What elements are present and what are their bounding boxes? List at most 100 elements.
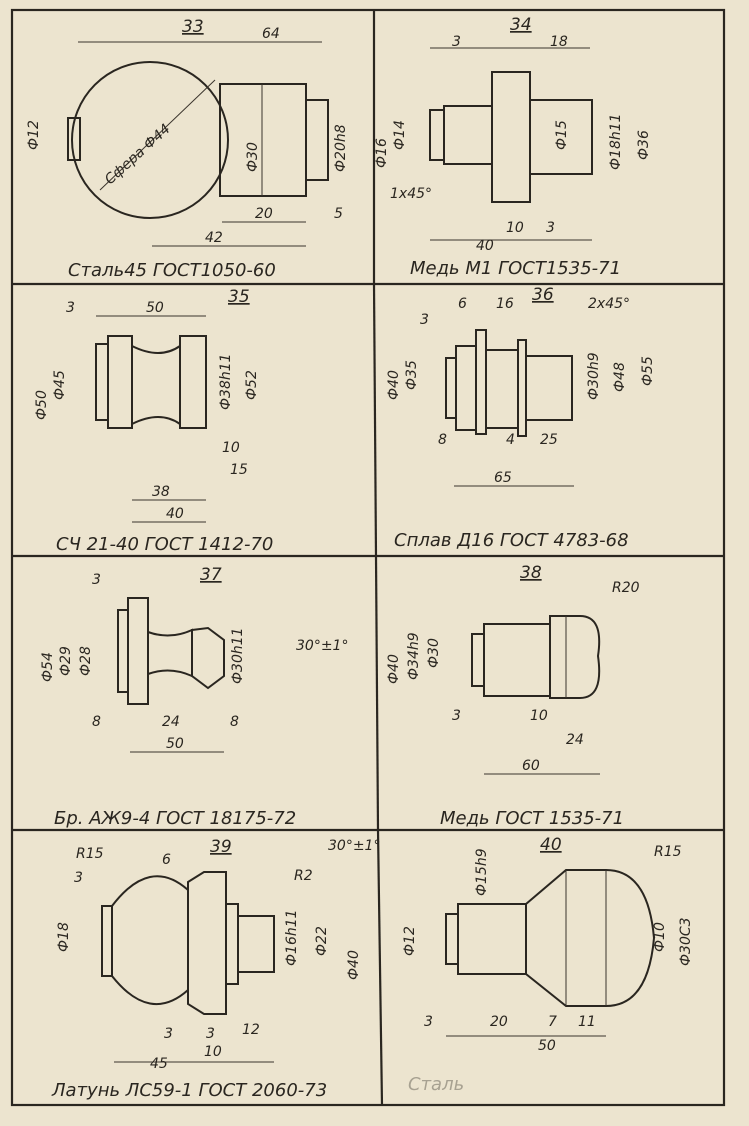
dim-label: 10	[222, 440, 240, 456]
part-34: 34 3 18 Ф16 Ф14 Ф15 Ф18h11 Ф36 1х45° 10 …	[374, 15, 652, 279]
dim-label: Ф12	[402, 926, 418, 956]
dim-label: Ф35	[404, 360, 420, 390]
part-number: 37	[200, 565, 222, 585]
dim-label: Ф15h9	[474, 848, 490, 896]
dim-label: 10	[506, 220, 524, 236]
dim-label: Сфера Ф44	[102, 121, 174, 188]
dim-label: Ф36	[636, 130, 652, 160]
dim-label: 30°±1°	[296, 638, 348, 654]
part-36: 36 6 16 2х45° 3 Ф40 Ф35 Ф30h9 Ф48 Ф55 8 …	[386, 285, 656, 551]
dim-label: 24	[566, 732, 584, 748]
dim-label: 40	[476, 238, 494, 254]
dim-label: 3	[74, 870, 83, 886]
dim-label: Ф16	[374, 138, 390, 168]
material-caption: Латунь ЛС59-1 ГОСТ 2060-73	[51, 1080, 327, 1101]
dim-label: 11	[578, 1014, 596, 1030]
dim-label: 20	[490, 1014, 508, 1030]
material-caption: Бр. АЖ9-4 ГОСТ 18175-72	[54, 808, 296, 829]
material-caption: Медь М1 ГОСТ1535-71	[410, 258, 621, 279]
dim-label: Ф30	[245, 142, 261, 172]
material-caption: Медь ГОСТ 1535-71	[440, 808, 624, 829]
dim-label: 65	[494, 470, 512, 486]
dim-label: R2	[294, 868, 313, 884]
dim-label: Ф54	[40, 652, 56, 682]
dim-label: 8	[92, 714, 101, 730]
dim-label: 2х45°	[588, 296, 630, 312]
dim-label: 7	[548, 1014, 557, 1030]
dim-label: 3	[164, 1026, 173, 1042]
part-40: 40 Ф15h9 R15 Ф12 Ф10 Ф30С3 3 20 7 11 50 …	[402, 835, 694, 1095]
part-33: 33 64 Сфера Ф44 Ф12 Ф30 Ф20h8 20 5 42 Ст…	[26, 17, 349, 281]
dim-label: 50	[166, 736, 184, 752]
dim-label: Ф14	[392, 120, 408, 150]
dim-label: 10	[530, 708, 548, 724]
dim-label: Ф28	[78, 646, 94, 676]
dim-label: 38	[152, 484, 170, 500]
dim-label: Ф22	[314, 926, 330, 956]
material-caption: Сталь45 ГОСТ1050-60	[68, 260, 276, 281]
dim-label: 3	[424, 1014, 433, 1030]
dim-label: Ф55	[640, 356, 656, 386]
part-number: 33	[182, 17, 204, 37]
dim-label: Ф29	[58, 646, 74, 676]
dim-label: Ф40	[346, 950, 362, 980]
dim-label: 50	[146, 300, 164, 316]
material-caption: Сталь	[408, 1074, 464, 1095]
dim-label: Ф30h11	[230, 627, 246, 684]
dim-label: 3	[206, 1026, 215, 1042]
part-number: 39	[210, 837, 232, 857]
part-35: 35 3 50 Ф50 Ф45 Ф38h11 Ф52 10 15 38 40 С…	[34, 287, 273, 555]
dim-label: R15	[76, 846, 104, 862]
dim-label: 3	[546, 220, 555, 236]
dim-label: 40	[166, 506, 184, 522]
part-number: 36	[532, 285, 554, 305]
dim-label: 42	[205, 230, 223, 246]
dim-label: 25	[540, 432, 558, 448]
dim-label: 24	[162, 714, 180, 730]
dim-label: Ф30	[426, 638, 442, 668]
dim-label: 20	[255, 206, 273, 222]
dim-label: Ф30С3	[678, 917, 694, 966]
dim-label: Ф50	[34, 390, 50, 420]
part-number: 40	[540, 835, 562, 855]
dim-label: 3	[452, 708, 461, 724]
dim-label: 50	[538, 1038, 556, 1054]
part-38: 38 R20 Ф40 Ф34h9 Ф30 3 10 24 60 Медь ГОС…	[386, 563, 640, 829]
dim-label: 6	[458, 296, 467, 312]
dim-label: 6	[162, 852, 171, 868]
dim-label: 64	[262, 26, 280, 42]
dim-label: Ф45	[52, 370, 68, 400]
dim-label: 30°±1°	[328, 838, 380, 854]
dim-label: 5	[334, 206, 343, 222]
dim-label: Ф12	[26, 120, 42, 150]
dim-label: Ф40	[386, 370, 402, 400]
dim-label: 3	[420, 312, 429, 328]
dim-label: Ф34h9	[406, 632, 422, 680]
material-caption: Сплав Д16 ГОСТ 4783-68	[394, 530, 629, 551]
dim-label: 8	[438, 432, 447, 448]
dim-label: 45	[150, 1056, 168, 1072]
part-37: 37 3 Ф54 Ф29 Ф28 30°±1° Ф30h11 8 24 8 50…	[40, 565, 348, 829]
dim-label: 18	[550, 34, 568, 50]
dim-label: R15	[654, 844, 682, 860]
dim-label: 8	[230, 714, 239, 730]
dim-label: R20	[612, 580, 640, 596]
dim-label: Ф40	[386, 654, 402, 684]
dim-label: 16	[496, 296, 514, 312]
dim-label: Ф15	[554, 120, 570, 150]
dim-label: Ф18h11	[608, 113, 624, 170]
dim-label: Ф16h11	[284, 909, 300, 966]
part-number: 35	[228, 287, 250, 307]
dim-label: 4	[506, 432, 515, 448]
dim-label: Ф38h11	[218, 353, 234, 410]
part-number: 34	[510, 15, 532, 35]
part-number: 38	[520, 563, 542, 583]
dim-label: 3	[92, 572, 101, 588]
dim-label: 60	[522, 758, 540, 774]
dim-label: 3	[452, 34, 461, 50]
material-caption: СЧ 21-40 ГОСТ 1412-70	[56, 534, 273, 555]
dim-label: 12	[242, 1022, 260, 1038]
dim-label: 15	[230, 462, 248, 478]
dim-label: Ф30h9	[586, 352, 602, 400]
